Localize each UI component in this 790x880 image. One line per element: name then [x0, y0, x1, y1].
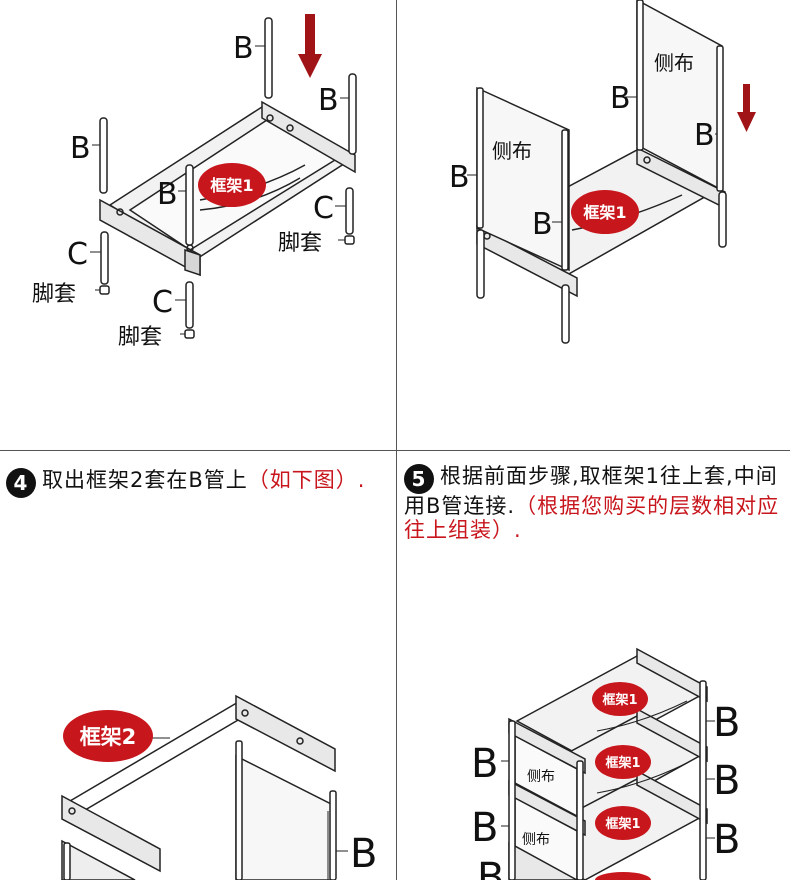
- label-b: B: [471, 741, 498, 787]
- step-note: （如下图）.: [247, 468, 366, 492]
- label-b: B: [713, 817, 740, 863]
- label-c: C: [67, 237, 88, 272]
- label-b: B: [350, 831, 377, 877]
- label-side-cloth: 侧布: [654, 51, 694, 75]
- step-number-badge: 5: [404, 464, 434, 494]
- frame-1-badge: 框架1: [571, 190, 639, 234]
- svg-text:框架1: 框架1: [583, 203, 626, 222]
- svg-text:框架2: 框架2: [80, 725, 137, 749]
- diagram-step-2: B B B B C C C 脚套 脚套 脚套 框架1: [32, 14, 357, 350]
- down-arrow-icon: [737, 84, 756, 132]
- label-b: B: [449, 160, 470, 195]
- frame-1-badge: 框架1: [595, 806, 651, 840]
- label-b: B: [713, 758, 740, 804]
- svg-text:框架1: 框架1: [605, 816, 640, 832]
- label-b: B: [70, 131, 91, 166]
- frame-1-badge: 框架1: [595, 745, 651, 779]
- frame-1-badge: 框架1: [198, 163, 266, 207]
- label-b: B: [610, 81, 631, 116]
- label-foot-cover: 脚套: [118, 325, 162, 350]
- svg-text:框架1: 框架1: [602, 692, 637, 708]
- frame-2-badge: 框架2: [63, 710, 153, 762]
- step-note: （根据您购买的层数相对应往上组装）.: [404, 494, 780, 542]
- label-b: B: [318, 83, 339, 118]
- horizontal-divider: [0, 450, 790, 451]
- label-foot-cover: 脚套: [278, 231, 322, 256]
- label-b: B: [471, 805, 498, 851]
- label-c: C: [152, 285, 173, 320]
- down-arrow-icon: [298, 14, 322, 78]
- diagram-step-3: B B B B 侧布 侧布 框架1: [449, 0, 756, 344]
- label-b: B: [477, 855, 504, 880]
- frame-1-badge-partial: [595, 872, 651, 880]
- svg-text:框架1: 框架1: [605, 755, 640, 771]
- label-b: B: [713, 700, 740, 746]
- label-side-cloth: 侧布: [522, 832, 550, 848]
- label-b: B: [532, 207, 553, 242]
- svg-text:框架1: 框架1: [210, 176, 253, 195]
- label-b: B: [694, 118, 715, 153]
- diagram-step-4: B 框架2: [61, 694, 377, 880]
- frame-1-badge: 框架1: [592, 682, 648, 716]
- step-text: 取出框架2套在B管上: [42, 468, 248, 492]
- label-foot-cover: 脚套: [32, 282, 76, 307]
- step-number-badge: 4: [6, 468, 36, 498]
- label-b: B: [157, 177, 178, 212]
- label-c: C: [313, 191, 334, 226]
- label-side-cloth: 侧布: [527, 769, 555, 785]
- label-b: B: [233, 31, 254, 66]
- step-text: 根据前面步骤,取框架1往上套,中间用B管连接.: [404, 464, 778, 518]
- label-side-cloth: 侧布: [492, 139, 532, 163]
- vertical-divider: [396, 0, 397, 880]
- diagram-step-5: B B B B B B 侧布 侧布 框架1 框架1 框架1: [471, 647, 740, 880]
